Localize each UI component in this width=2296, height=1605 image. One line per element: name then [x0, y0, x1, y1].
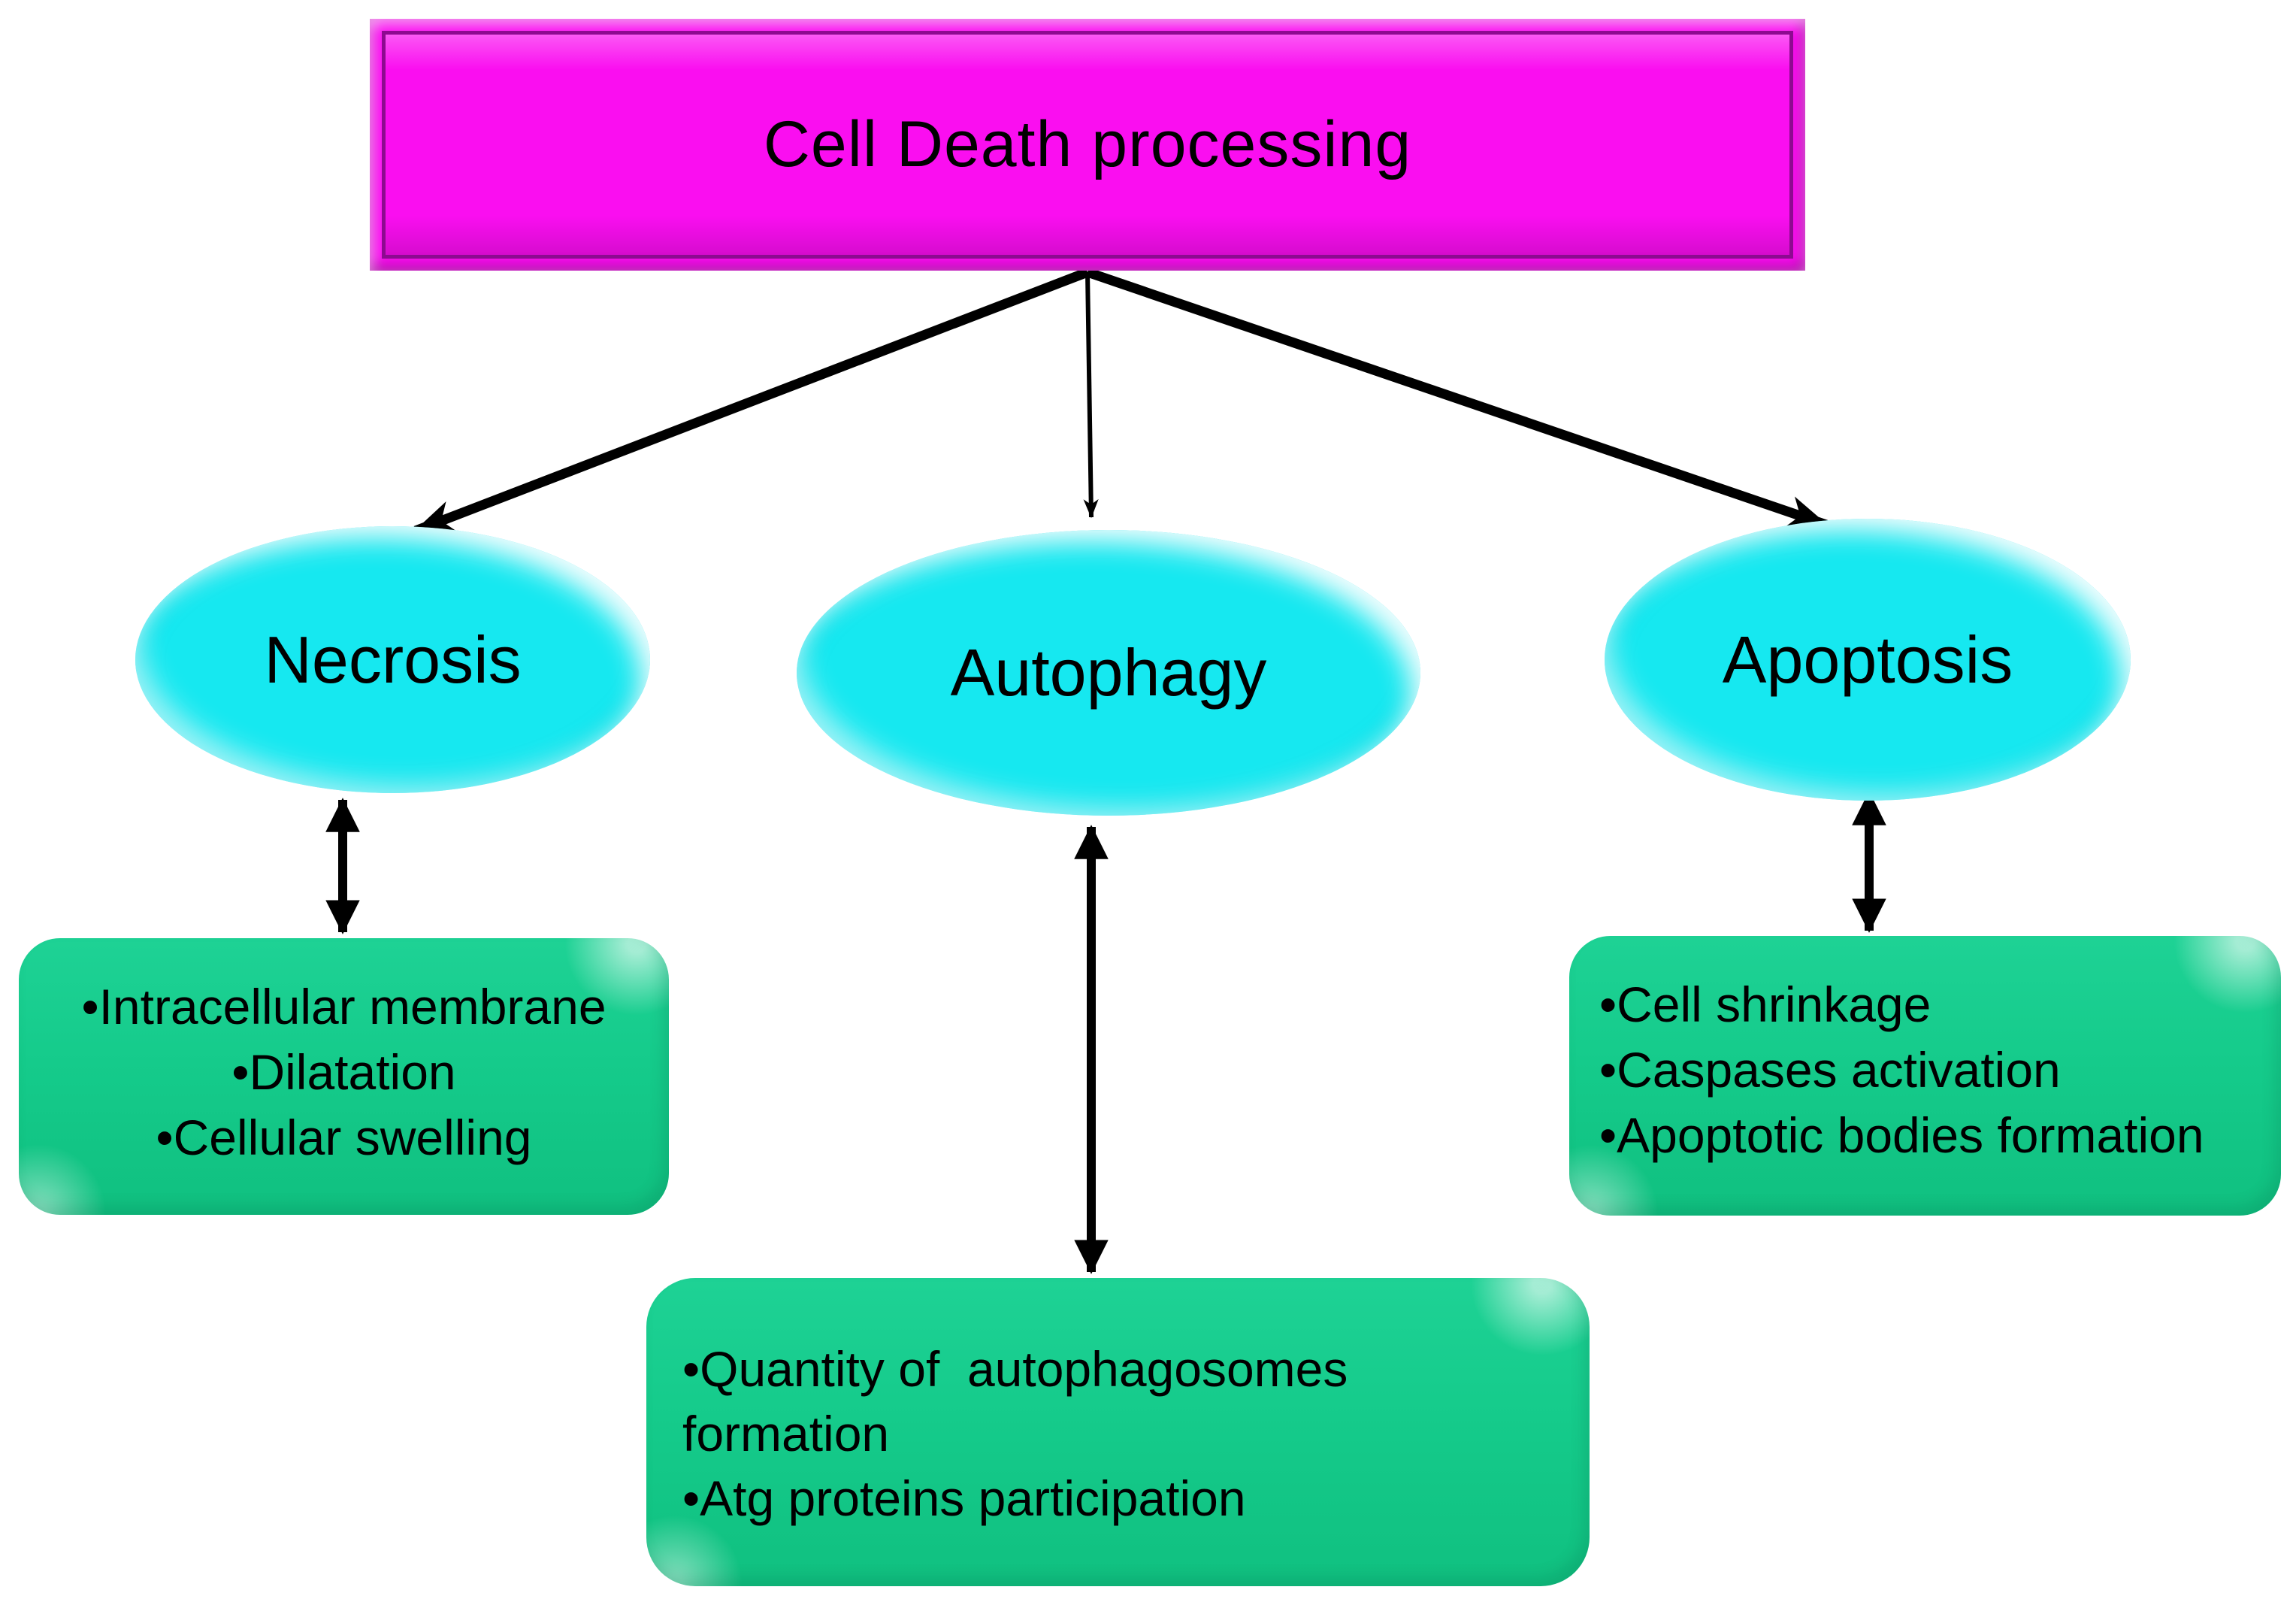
node-apoptosis-label: Apoptosis [1722, 622, 2013, 697]
node-apoptosis: Apoptosis [1605, 519, 2131, 801]
autophagy-details-box: •Quantity of autophagosomes formation •A… [646, 1278, 1590, 1586]
necrosis-detail-item: •Intracellular membrane [81, 979, 607, 1034]
autophagy-detail-item: •Atg proteins participation [682, 1470, 1246, 1526]
apoptosis-detail-item: •Apoptotic bodies formation [1599, 1107, 2204, 1163]
apoptosis-detail-item: •Cell shrinkage [1599, 977, 1931, 1032]
necrosis-detail-item: •Dilatation [231, 1044, 456, 1100]
title-bevel-frame: Cell Death processing [382, 31, 1793, 259]
cell-death-processing-box: Cell Death processing [370, 19, 1805, 271]
necrosis-detail-item: •Cellular swelling [156, 1110, 532, 1165]
arrow-title-to-autophagy [1083, 271, 1099, 519]
node-autophagy: Autophagy [797, 530, 1420, 816]
necrosis-details-box: •Intracellular membrane •Dilatation •Cel… [19, 938, 669, 1215]
arrow-title-to-apoptosis [1085, 267, 1829, 530]
node-necrosis-label: Necrosis [264, 622, 522, 697]
arrow-title-to-necrosis [413, 267, 1090, 536]
node-autophagy-label: Autophagy [950, 635, 1267, 710]
apoptosis-details-box: •Cell shrinkage •Caspases activation •Ap… [1569, 936, 2281, 1216]
node-necrosis: Necrosis [135, 526, 650, 793]
apoptosis-detail-item: •Caspases activation [1599, 1042, 2061, 1098]
diagram-title: Cell Death processing [763, 108, 1412, 180]
autophagy-detail-item: •Quantity of autophagosomes formation [682, 1341, 1362, 1461]
